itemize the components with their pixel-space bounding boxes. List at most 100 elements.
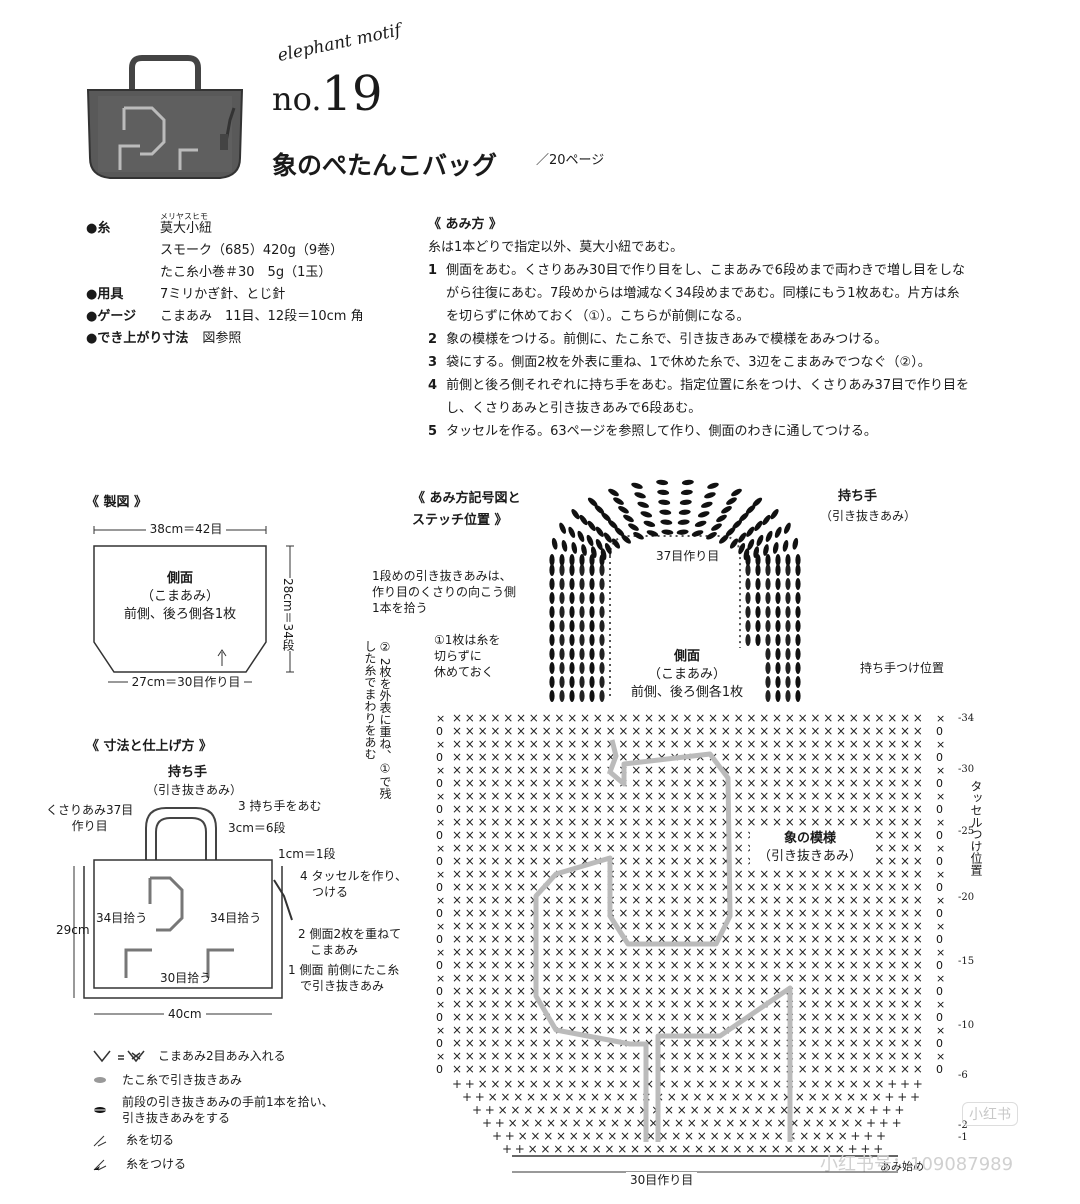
sc-stitch: × — [798, 997, 808, 1011]
sc-stitch: × — [759, 1049, 769, 1063]
slip-stitch — [646, 530, 659, 537]
sc-stitch: × — [618, 841, 628, 855]
edge-stitch: × — [936, 764, 945, 777]
sc-stitch: × — [606, 945, 616, 959]
sc-stitch: × — [657, 997, 667, 1011]
sc-stitch: × — [734, 737, 744, 751]
sc-stitch: × — [644, 737, 654, 751]
method-step-number: 1 — [428, 263, 438, 278]
sc-stitch: × — [478, 711, 488, 725]
sc-stitch: × — [644, 880, 654, 894]
sc-stitch: × — [836, 945, 846, 959]
slip-stitch — [795, 578, 801, 590]
sc-stitch: × — [772, 750, 782, 764]
sc-stitch: × — [490, 789, 500, 803]
sc-stitch: × — [823, 1023, 833, 1037]
sc-stitch: × — [631, 815, 641, 829]
sc-stitch: + — [863, 1129, 873, 1143]
slip-stitch — [785, 676, 791, 688]
sc-stitch: × — [849, 1023, 859, 1037]
sc-stitch: × — [631, 932, 641, 946]
sc-stitch: × — [670, 802, 680, 816]
slip-stitch — [579, 662, 585, 674]
size-value: 図参照 — [202, 331, 242, 346]
sc-stitch: × — [796, 1142, 806, 1156]
sc-stitch: × — [772, 906, 782, 920]
sc-stitch: × — [580, 984, 590, 998]
sc-stitch: × — [798, 932, 808, 946]
sc-stitch: × — [772, 1023, 782, 1037]
sc-stitch: × — [567, 841, 577, 855]
sc-stitch: × — [452, 815, 462, 829]
sc-stitch: × — [631, 750, 641, 764]
sc-stitch: × — [618, 815, 628, 829]
sc-stitch: × — [638, 1103, 648, 1117]
sc-stitch: × — [518, 1129, 528, 1143]
sc-stitch: × — [849, 815, 859, 829]
sc-stitch: × — [657, 906, 667, 920]
sc-stitch: × — [636, 1116, 646, 1130]
chart-row-10: -10 — [958, 1020, 975, 1031]
sc-stitch: × — [452, 750, 462, 764]
slip-stitch — [775, 620, 781, 632]
sc-stitch: × — [542, 763, 552, 777]
sc-stitch: × — [734, 776, 744, 790]
sc-stitch: × — [695, 763, 705, 777]
sc-stitch: × — [554, 802, 564, 816]
sc-stitch: × — [900, 776, 910, 790]
sc-stitch: + — [492, 1129, 502, 1143]
sc-stitch: × — [478, 789, 488, 803]
sc-stitch: × — [697, 1129, 707, 1143]
edge-stitch: × — [436, 868, 445, 881]
slip-stitch — [745, 564, 751, 576]
sc-stitch: × — [644, 841, 654, 855]
sc-stitch: × — [465, 906, 475, 920]
slip-stitch — [678, 509, 691, 515]
sc-stitch: × — [465, 763, 475, 777]
chart-tassel-label: タッセルつけ位置 — [969, 780, 983, 876]
sc-stitch: × — [529, 724, 539, 738]
slip-stitch — [589, 690, 595, 702]
slip-stitch — [549, 620, 555, 632]
sc-stitch: × — [695, 854, 705, 868]
sc-stitch: × — [580, 1010, 590, 1024]
sc-stitch: × — [721, 971, 731, 985]
sc-stitch: × — [913, 997, 923, 1011]
sc-stitch: × — [606, 1062, 616, 1076]
yarn-line-1: スモーク（685）420g（9巻） — [160, 243, 344, 258]
sc-stitch: × — [529, 867, 539, 881]
sc-stitch: × — [452, 724, 462, 738]
sc-stitch: × — [580, 828, 590, 842]
sc-stitch: × — [759, 958, 769, 972]
sc-stitch: × — [746, 737, 756, 751]
sc-stitch: × — [529, 1049, 539, 1063]
sc-stitch: + — [502, 1142, 512, 1156]
sc-stitch: × — [657, 958, 667, 972]
sc-stitch: × — [695, 932, 705, 946]
sc-stitch: + — [505, 1129, 515, 1143]
sc-stitch: × — [900, 893, 910, 907]
sc-stitch: × — [751, 1116, 761, 1130]
sc-stitch: × — [618, 867, 628, 881]
slip-stitch — [795, 554, 801, 566]
sc-stitch: × — [503, 984, 513, 998]
sc-stitch: × — [708, 815, 718, 829]
sc-stitch: × — [708, 1036, 718, 1050]
edge-stitch: 0 — [936, 803, 943, 816]
sc-stitch: × — [620, 1129, 630, 1143]
sc-stitch: × — [759, 893, 769, 907]
sc-stitch: × — [734, 932, 744, 946]
sc-stitch: × — [465, 984, 475, 998]
sc-stitch: × — [593, 997, 603, 1011]
crochet-chart: ××××××××××××××××××××××××××××××××××××××××… — [436, 479, 945, 1173]
sc-stitch: × — [874, 932, 884, 946]
sc-stitch: + — [495, 1116, 505, 1130]
sc-stitch: × — [746, 724, 756, 738]
slip-stitch — [795, 648, 801, 660]
slip-stitch — [559, 620, 565, 632]
sc-stitch: × — [810, 763, 820, 777]
sc-stitch: × — [682, 724, 692, 738]
sc-stitch: × — [874, 750, 884, 764]
sc-stitch: × — [900, 750, 910, 764]
sc-stitch: × — [707, 1142, 717, 1156]
